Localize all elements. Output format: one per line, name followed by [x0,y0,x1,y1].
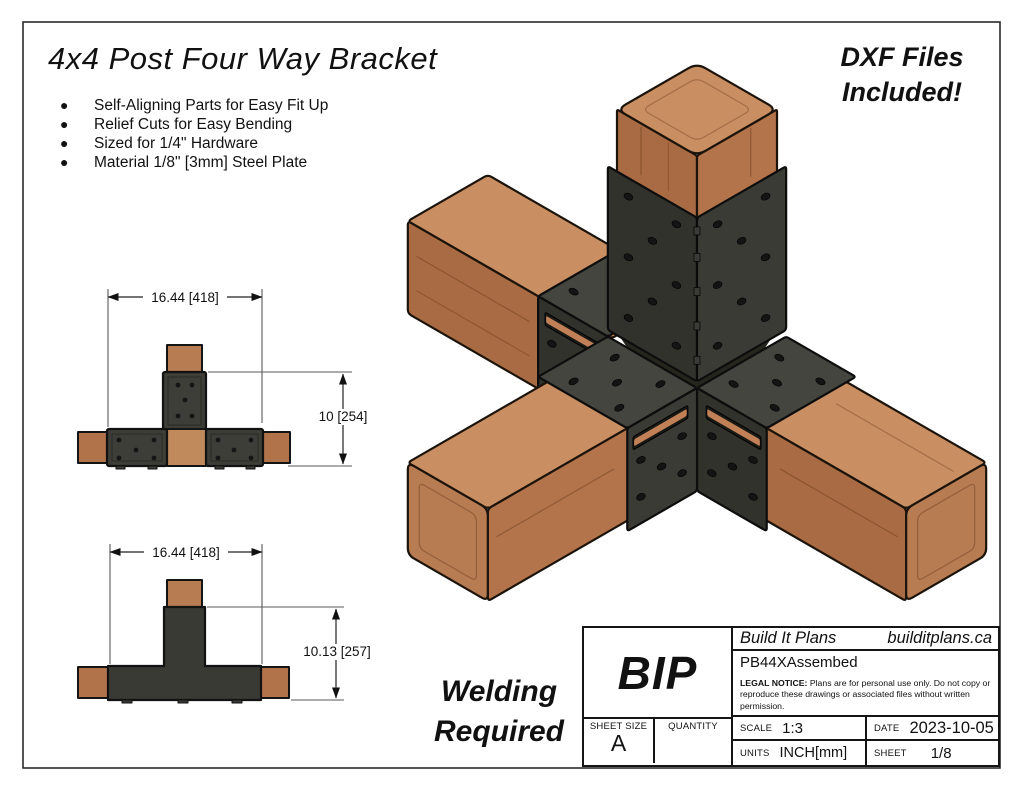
feature-item: ● Relief Cuts for Easy Bending [54,115,328,134]
title-block-right: Build It Plans builditplans.ca PB44XAsse… [733,628,998,765]
bip-logo: BIP [617,646,698,699]
bullet-icon: ● [60,135,69,151]
feature-item: ● Material 1/8" [3mm] Steel Plate [54,153,328,172]
side-width-dimension: 16.44 [418] [152,545,220,560]
bullet-icon: ● [60,154,69,170]
feature-item: ● Sized for 1/4" Hardware [54,134,328,153]
website: builditplans.ca [887,629,992,647]
front-width-dimension: 16.44 [418] [151,290,219,305]
title-block: BIP SHEET SIZE A QUANTITY Build It Plans… [582,626,1000,767]
page-title: 4x4 Post Four Way Bracket [48,41,438,76]
sheet-cell: SHEET 1/8 [874,744,952,762]
sheet-size-cell: SHEET SIZE A [584,719,655,763]
legal-notice: LEGAL NOTICE: Plans are for personal use… [740,678,991,711]
sheet-value: 1/8 [930,744,952,762]
feature-text: Self-Aligning Parts for Easy Fit Up [94,97,329,114]
feature-item: ● Self-Aligning Parts for Easy Fit Up [54,96,328,115]
side-height-dimension: 10.13 [257] [303,644,371,659]
bullet-icon: ● [60,97,69,113]
title-block-left: BIP SHEET SIZE A QUANTITY [584,628,733,765]
dxf-files-callout: DXF Files Included! [840,42,964,108]
feature-list: ● Self-Aligning Parts for Easy Fit Up ● … [54,96,328,172]
page-border [22,21,1001,769]
front-view: 16.44 [418] 10 [254] [77,289,373,470]
feature-text: Material 1/8" [3mm] Steel Plate [94,154,308,171]
welding-required-callout: Welding Required [433,675,565,748]
feature-text: Relief Cuts for Easy Bending [94,116,293,133]
bracket-3d-render [406,64,988,601]
side-view: 16.44 [418] 10.13 [257] [77,544,375,704]
feature-text: Sized for 1/4" Hardware [94,135,259,152]
quantity-cell: QUANTITY [668,721,718,732]
date-cell: DATE 2023-10-05 [874,718,994,737]
units-cell: UNITS INCH[mm] [733,741,867,765]
front-height-dimension: 10 [254] [319,409,368,424]
company-name: Build It Plans [740,629,837,647]
drawing-name-cell: PB44XAssembed LEGAL NOTICE: Plans are fo… [733,651,998,717]
logo-cell: BIP [584,628,731,719]
scale-cell: SCALE 1:3 [733,717,867,739]
drawing-name: PB44XAssembed [740,654,858,671]
date-value: 2023-10-05 [909,718,994,737]
scale-value: 1:3 [782,719,804,737]
bullet-icon: ● [60,116,69,132]
company-row: Build It Plans builditplans.ca [733,628,998,651]
sheet-size-value: A [610,730,627,756]
units-value: INCH[mm] [779,745,848,761]
